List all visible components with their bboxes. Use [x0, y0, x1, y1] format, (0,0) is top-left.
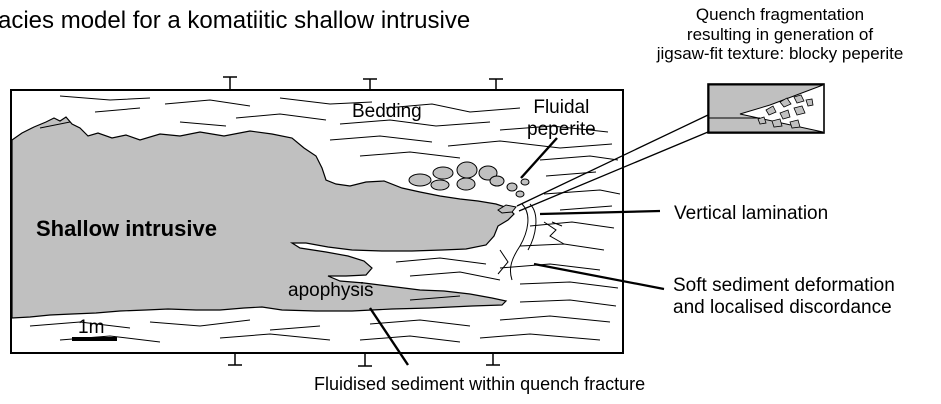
fluidal-peperite-label: Fluidal peperite: [527, 97, 596, 141]
vertical-lamination-label: Vertical lamination: [674, 203, 828, 225]
scale-bar-label: 1m: [78, 317, 104, 339]
inset-box: [708, 84, 824, 133]
bedding-label: Bedding: [352, 101, 422, 123]
apophysis-label: apophysis: [288, 280, 374, 302]
fluidised-sediment-label: Fluidised sediment within quench fractur…: [314, 374, 645, 395]
bottom-orientation-ticks: [228, 353, 500, 366]
shallow-intrusive-label: Shallow intrusive: [36, 216, 217, 241]
soft-sediment-label: Soft sediment deformation and localised …: [673, 275, 895, 319]
top-orientation-ticks: [223, 77, 503, 90]
page-title: acies model for a komatiitic shallow int…: [0, 7, 470, 35]
quench-fragmentation-label: Quench fragmentation resulting in genera…: [630, 5, 930, 64]
